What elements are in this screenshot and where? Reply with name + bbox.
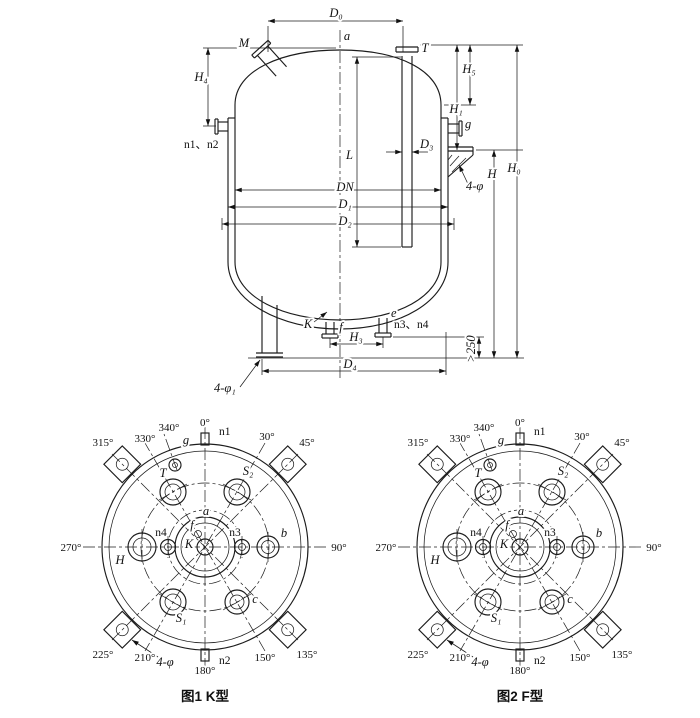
angle-30-label: 30°: [574, 431, 589, 443]
angle-270-label: 270°: [61, 542, 82, 554]
plan-n3-label: n3: [229, 527, 241, 539]
angle-90-label: 90°: [646, 542, 661, 554]
plan-f-label: f: [190, 518, 195, 532]
dim-d1-label: D₁: [337, 197, 351, 211]
caption-k: 图1 K型: [181, 688, 230, 704]
plan-c-label: c: [567, 592, 573, 606]
angle-45-label: 45°: [614, 437, 629, 449]
nozzle-n1n2-label: n1、n2: [184, 139, 219, 151]
plan-a-label: a: [518, 504, 524, 518]
vessel-front-view: D₀ a M T H₄ H₅ H₁ g n1、n2 D₃ L 4-φ DN D₁…: [182, 4, 524, 397]
support-leg: [256, 296, 283, 358]
nozzle-e-label: e: [391, 306, 397, 320]
nozzle-n3n4-label: n3、n4: [394, 319, 429, 331]
angle-0-label: 0°: [515, 417, 525, 429]
plan-n4-label: n4: [470, 527, 482, 539]
leg-holes-label: 4-φ₁: [214, 381, 236, 395]
plan-n2-label: n2: [219, 655, 231, 667]
plan-k-label: K: [499, 537, 509, 551]
vessel-outline: [234, 49, 442, 321]
dim-h4-label: H₄: [193, 70, 207, 84]
angle-90-label: 90°: [331, 542, 346, 554]
dim-d3-label: D₃: [419, 137, 433, 151]
plan-view-f: 0° 30° 45° 90° 135° 150° 180° 210° 225° …: [374, 415, 664, 679]
angle-0-label: 0°: [200, 417, 210, 429]
dim-d4-label: D₄: [342, 357, 356, 371]
dim-clearance-label: >250: [464, 335, 478, 363]
nozzle-k-label: K: [303, 317, 313, 331]
plan-holes-label: 4-φ: [156, 655, 173, 669]
support-lug: [447, 146, 474, 178]
dim-h0-label: H₀: [506, 161, 520, 175]
nozzle-a-label: a: [344, 29, 350, 43]
angle-45-label: 45°: [299, 437, 314, 449]
dim-d2-label: D₂: [337, 214, 352, 228]
plan-n1-label: n1: [534, 426, 546, 438]
plan-b-label: b: [281, 526, 287, 540]
dim-l-label: L: [345, 148, 353, 162]
dim-dn-label: DN: [335, 180, 354, 194]
angle-180-label: 180°: [195, 665, 216, 677]
angle-135-label: 135°: [612, 649, 633, 661]
angle-30-label: 30°: [259, 431, 274, 443]
dim-h5-label: H₅: [461, 62, 475, 76]
angle-210-label: 210°: [135, 652, 156, 664]
angle-315-label: 315°: [93, 437, 114, 449]
nozzle-t-label: T: [422, 41, 430, 55]
jacket: [227, 117, 449, 330]
dim-d0-label: D₀: [328, 6, 342, 20]
dimension-lines: [203, 18, 523, 388]
angle-150-label: 150°: [570, 652, 591, 664]
bottom-fitting-n3n4: [374, 318, 392, 338]
plan-view-k: 0° 30° 45° 90° 135° 150° 180° 210° 225° …: [59, 415, 349, 679]
angle-340-label: 340°: [159, 422, 180, 434]
g-nozzle: [448, 120, 463, 137]
plan-s2-label: S₂: [558, 464, 569, 478]
t-nozzle-dip-tube: [395, 46, 419, 248]
plan-a-label: a: [203, 504, 209, 518]
plan-f-label: f: [505, 518, 510, 532]
plan-s1-label: S₁: [491, 611, 502, 625]
caption-f: 图2 F型: [497, 688, 544, 704]
bottom-fitting-f: [321, 322, 339, 339]
angle-270-label: 270°: [376, 542, 397, 554]
nozzle-m-label: M: [238, 36, 250, 50]
angle-210-label: 210°: [450, 652, 471, 664]
plan-g-label: g: [183, 433, 189, 447]
angle-340-label: 340°: [474, 422, 495, 434]
angle-150-label: 150°: [255, 652, 276, 664]
dim-h-label: H: [486, 167, 497, 181]
angle-225-label: 225°: [93, 649, 114, 661]
plan-s1-label: S₁: [176, 611, 187, 625]
nozzle-g-label: g: [465, 117, 471, 131]
angle-225-label: 225°: [408, 649, 429, 661]
plan-h-label: H: [114, 553, 125, 567]
plan-b-label: b: [596, 526, 602, 540]
plan-t-label: T: [160, 466, 168, 480]
dim-h1-label: H₁: [448, 102, 462, 116]
angle-330-label: 330°: [450, 433, 471, 445]
angle-315-label: 315°: [408, 437, 429, 449]
plan-s2-label: S₂: [243, 464, 254, 478]
angle-135-label: 135°: [297, 649, 318, 661]
plan-c-label: c: [252, 592, 258, 606]
plan-n1-label: n1: [219, 426, 231, 438]
plan-h-label: H: [429, 553, 440, 567]
nozzle-f-label: f: [339, 320, 344, 334]
n1n2-nozzle: [214, 118, 228, 135]
dim-h3-label: H₃: [348, 330, 362, 344]
plan-n4-label: n4: [155, 527, 167, 539]
angle-330-label: 330°: [135, 433, 156, 445]
lug-holes-label: 4-φ: [466, 179, 483, 193]
plan-k-label: K: [184, 537, 194, 551]
plan-g-label: g: [498, 433, 504, 447]
plan-n2-label: n2: [534, 655, 546, 667]
plan-holes-label: 4-φ: [471, 655, 488, 669]
angle-180-label: 180°: [510, 665, 531, 677]
m-nozzle: [251, 39, 287, 77]
plan-n3-label: n3: [544, 527, 556, 539]
plan-t-label: T: [475, 466, 483, 480]
